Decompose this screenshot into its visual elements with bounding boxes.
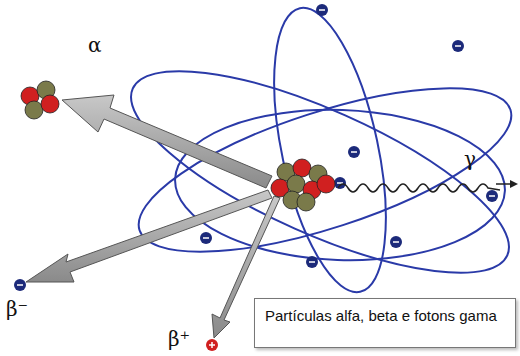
beta-plus-particle [206, 339, 218, 351]
beta-plus-symbol: β⁺ [168, 328, 190, 350]
beta-minus-sign [17, 284, 23, 286]
electrons [200, 4, 498, 268]
beta-minus-particle [14, 279, 26, 291]
gamma-symbol: γ [464, 148, 476, 170]
beta-minus-symbol: β⁻ [6, 298, 28, 320]
alpha-particle [21, 81, 59, 119]
caption-box: Partículas alfa, beta e fotons gama [254, 298, 516, 348]
orbits [108, 0, 520, 312]
caption-text: Partículas alfa, beta e fotons gama [265, 306, 505, 325]
gamma-wave [338, 184, 500, 192]
gamma-arrowhead [510, 180, 518, 188]
gamma-arrow [496, 183, 510, 185]
arrows [26, 95, 280, 338]
beta-plus-sign [209, 342, 215, 348]
alpha-symbol: α [88, 34, 102, 56]
nucleus [271, 159, 335, 211]
